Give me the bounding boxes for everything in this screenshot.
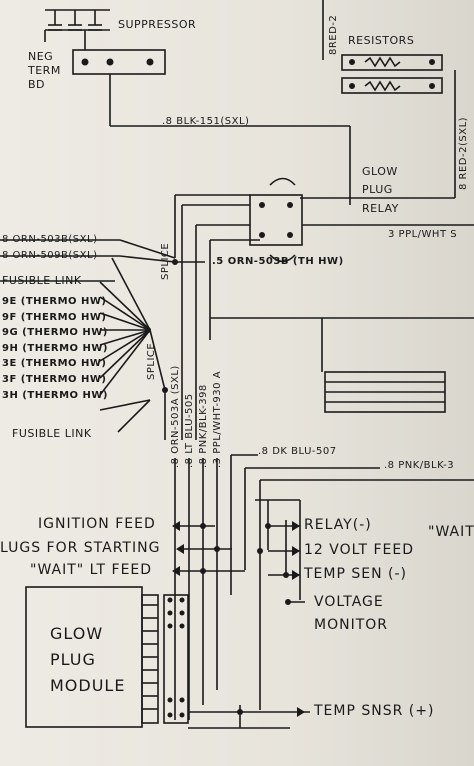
pnkblk-right-label: .8 PNK/BLK-3 (384, 460, 455, 471)
temp-sen-neg-label: TEMP SEN (-) (304, 566, 407, 582)
ltblu505-label: .8 LT BLU-505 (184, 393, 195, 468)
resistors-label: RESISTORS (348, 34, 415, 47)
monitor-label: MONITOR (314, 617, 388, 633)
thermo-label: 3H (THERMO HW) (2, 390, 109, 401)
glow-label: GLOW (362, 165, 398, 178)
neg-term-label-2: TERM (28, 64, 61, 77)
thermo-label: 9G (THERMO HW) (2, 327, 108, 338)
ppl-wht-right-label: 3 PPL/WHT S (388, 229, 458, 240)
gpm-line-3: MODULE (50, 676, 126, 695)
relay-neg-label: RELAY(-) (304, 517, 372, 533)
thermo-label: 3E (THERMO HW) (2, 358, 107, 369)
orn503b-th-label: .5 ORN-503B (TH HW) (212, 256, 344, 267)
thermo-label: 3F (THERMO HW) (2, 374, 107, 385)
neg-term-label-3: BD (28, 78, 46, 91)
wait-lt-feed-label: "WAIT" LT FEED (30, 562, 153, 578)
dkblu507-label: .8 DK BLU-507 (258, 446, 337, 457)
neg-term-label-1: NEG (28, 50, 54, 63)
orn503a-label: .8 ORN-503A (SXL) (170, 365, 181, 468)
wait-right-label: "WAIT (428, 524, 474, 540)
voltage-label: VOLTAGE (314, 594, 384, 610)
red2-top-label: 8RED-2 (328, 14, 339, 55)
pnkblk398-label: .8 PNK/BLK-398 (198, 384, 209, 468)
fusible-link-top-label: FUSIBLE LINK (2, 274, 82, 287)
splice-mid-label: SPLICE (146, 342, 157, 380)
orn509b-sxl-label: 8 ORN-509B(SXL) (2, 250, 98, 261)
gpm-line-2: PLUG (50, 650, 96, 669)
red2-side-label: 8 RED-2(SXL) (458, 116, 469, 190)
splice-top-label: SPLICE (160, 242, 171, 280)
plugs-starting-label: LUGS FOR STARTING (0, 540, 161, 556)
temp-snsr-pos-label: TEMP SNSR (+) (314, 703, 435, 719)
orn503b-sxl-label: 8 ORN-503B(SXL) (2, 234, 98, 245)
blk151-label: .8 BLK-151(SXL) (162, 116, 250, 127)
thermo-label: 9F (THERMO HW) (2, 312, 107, 323)
plug-label: PLUG (362, 183, 393, 196)
ignition-feed-label: IGNITION FEED (38, 516, 156, 532)
twelve-volt-feed-label: 12 VOLT FEED (304, 542, 415, 558)
relay-label: RELAY (362, 202, 399, 215)
thermo-label: 9H (THERMO HW) (2, 343, 109, 354)
fusible-link-bottom-label: FUSIBLE LINK (12, 427, 92, 440)
gpm-line-1: GLOW (50, 624, 104, 643)
thermo-label: 9E (THERMO HW) (2, 296, 107, 307)
suppressor-label: SUPPRESSOR (118, 18, 197, 31)
pplwht930a-label: .3 PPL/WHT-930 A (212, 370, 223, 468)
